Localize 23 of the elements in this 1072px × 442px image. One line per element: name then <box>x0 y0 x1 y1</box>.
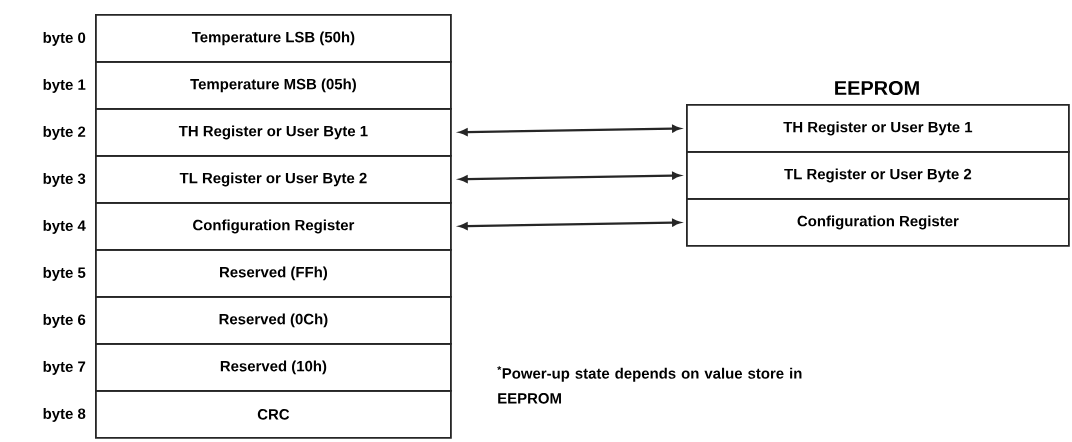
register-cell: Temperature LSB (50h) <box>95 14 452 63</box>
byte-label: byte 8 <box>43 408 86 422</box>
byte-label: byte 3 <box>43 173 86 187</box>
register-cell: Reserved (0Ch) <box>95 296 452 345</box>
register-cell: TL Register or User Byte 2 <box>95 155 452 204</box>
byte-label: byte 4 <box>43 220 86 234</box>
register-cell: CRC <box>95 390 452 439</box>
byte-label: byte 5 <box>43 267 86 281</box>
register-cell: Configuration Register <box>686 198 1070 247</box>
register-cell: Reserved (FFh) <box>95 249 452 298</box>
register-cell: TL Register or User Byte 2 <box>686 151 1070 200</box>
section-heading: EEPROM <box>835 80 919 96</box>
byte-label: byte 6 <box>43 314 86 328</box>
register-cell: Configuration Register <box>95 202 452 251</box>
byte-label: byte 2 <box>43 126 86 140</box>
byte-label: byte 7 <box>43 361 86 375</box>
byte-label: byte 0 <box>43 32 86 46</box>
register-cell: Temperature MSB (05h) <box>95 61 452 110</box>
footnote: $^{*}$Power-up state depends on value store in EEPROM <box>497 366 802 404</box>
register-cell: TH Register or User Byte 1 <box>686 104 1070 153</box>
byte-label: byte 1 <box>43 79 86 93</box>
register-cell: Reserved (10h) <box>95 343 452 392</box>
register-cell: TH Register or User Byte 1 <box>95 108 452 157</box>
